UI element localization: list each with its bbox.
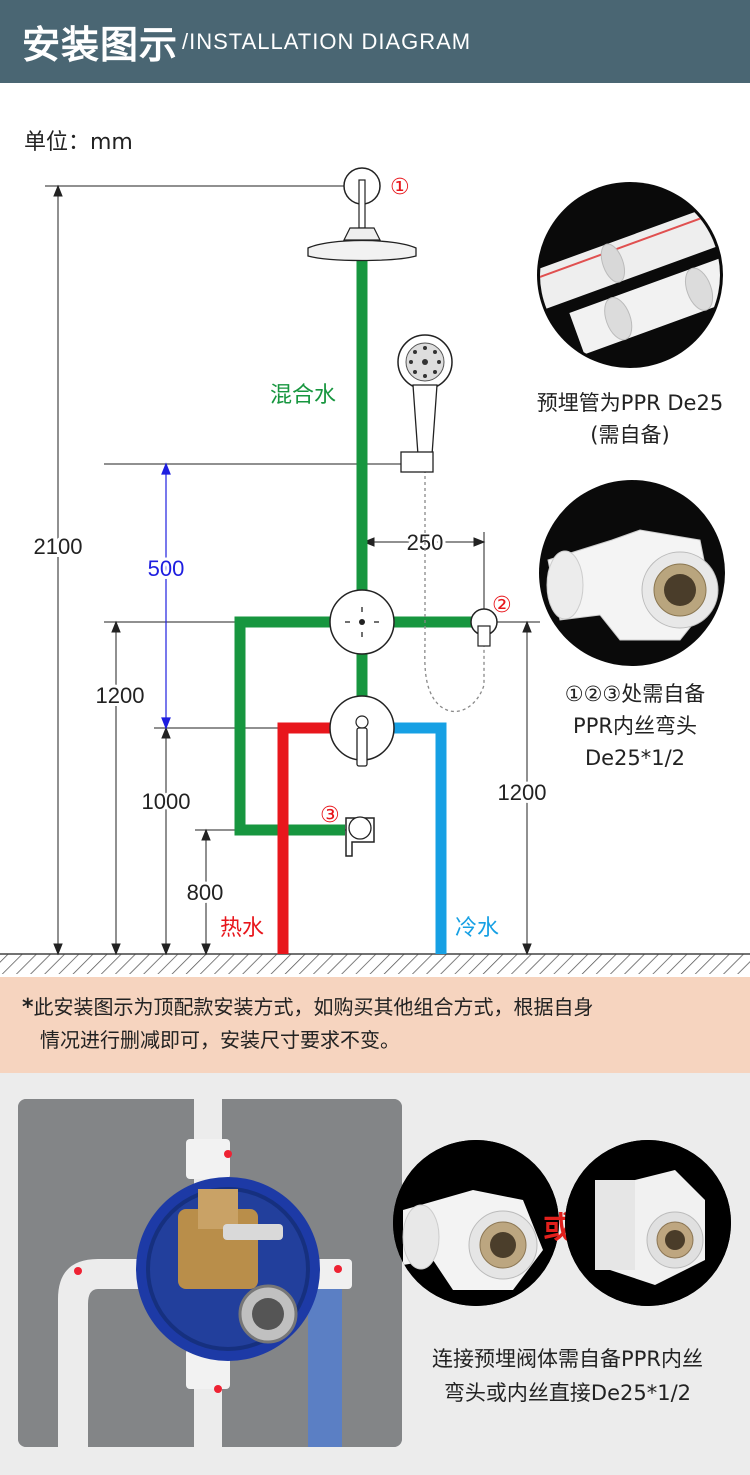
page-header: 安装图示 /INSTALLATION DIAGRAM <box>0 0 750 83</box>
dimension-lines <box>45 184 540 956</box>
mixer-valve-icon <box>329 695 395 767</box>
straight-fitting-photo <box>565 1140 731 1306</box>
dim-1000: 1000 <box>142 789 191 814</box>
marker-3: ③ <box>320 803 340 828</box>
dim-1200-left: 1200 <box>96 683 145 708</box>
hot-pipe <box>277 722 338 954</box>
marker-2: ② <box>492 593 512 618</box>
dim-2100: 2100 <box>34 534 83 559</box>
note-star: * <box>22 995 34 1020</box>
ppr-pipe-photo <box>537 182 723 368</box>
hand-shower-icon <box>397 334 453 473</box>
shower-hose <box>424 470 485 712</box>
hand-shower-outlet-icon <box>470 608 498 647</box>
cold-pipe <box>388 722 447 954</box>
ppr-caption-line1: 预埋管为PPR De25 <box>536 391 724 415</box>
unit-label: 单位：mm <box>24 130 133 155</box>
installation-diagram: 2100 500 250 1200 1000 800 1200 <box>0 167 750 974</box>
ppr-caption-line2: (需自备) <box>590 423 670 447</box>
note-line1: 此安装图示为顶配款安装方式，如购买其他组合方式，根据自身 <box>33 995 594 1019</box>
cold-water-label: 冷水 <box>455 916 499 941</box>
dim-500: 500 <box>148 556 185 581</box>
diverter-valve-icon <box>329 589 395 655</box>
valve-body-photo <box>18 1099 402 1447</box>
dimension-500-line <box>161 462 171 730</box>
tub-spout-icon <box>345 816 375 857</box>
rain-shower-icon <box>307 167 417 262</box>
mixed-water-label: 混合水 <box>270 383 336 408</box>
elbow-fitting-photo <box>393 1140 559 1306</box>
hot-water-label: 热水 <box>220 916 264 941</box>
elbow-caption-line2: PPR内丝弯头 <box>573 714 697 738</box>
elbow-caption-line1: ①②③处需自备 <box>564 682 706 706</box>
note-background <box>0 977 750 1073</box>
dim-800: 800 <box>187 880 224 905</box>
marker-1: ① <box>390 175 410 200</box>
dim-1200-right: 1200 <box>498 780 547 805</box>
connection-caption-line1: 连接预埋阀体需自备PPR内丝 <box>432 1347 703 1371</box>
ppr-elbow-photo <box>539 480 725 666</box>
installation-note: *此安装图示为顶配款安装方式，如购买其他组合方式，根据自身 情况进行删减即可，安… <box>22 991 732 1056</box>
connection-caption: 连接预埋阀体需自备PPR内丝 弯头或内丝直接De25*1/2 <box>395 1342 740 1410</box>
elbow-caption: ①②③处需自备 PPR内丝弯头 De25*1/2 <box>530 678 740 774</box>
ppr-pipe-caption: 预埋管为PPR De25 (需自备) <box>510 387 750 451</box>
connection-caption-line2: 弯头或内丝直接De25*1/2 <box>443 1381 692 1405</box>
page-subtitle: /INSTALLATION DIAGRAM <box>182 28 472 54</box>
elbow-caption-line3: De25*1/2 <box>584 746 686 770</box>
note-line2: 情况进行删减即可，安装尺寸要求不变。 <box>40 1028 400 1052</box>
floor-hatch <box>0 954 750 974</box>
mixed-pipe-loop <box>234 616 362 836</box>
page-title: 安装图示 <box>22 23 179 67</box>
